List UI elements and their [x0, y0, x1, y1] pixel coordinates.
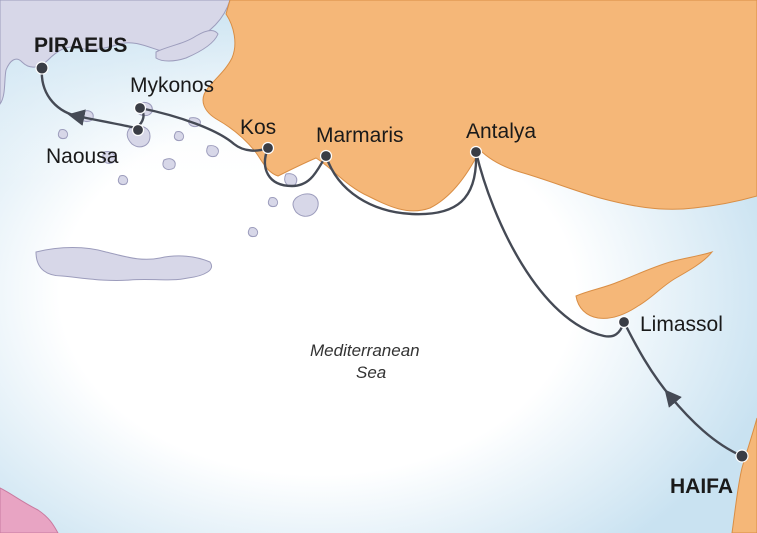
- route-leg-marmaris-antalya: [324, 150, 478, 216]
- port-label-haifa: HAIFA: [670, 475, 733, 498]
- island-north: [155, 29, 219, 62]
- port-dot-naousa: [131, 123, 145, 137]
- port-dot-kos: [261, 141, 275, 155]
- port-dots: [35, 61, 749, 463]
- port-dot-piraeus: [35, 61, 49, 75]
- port-dot-marmaris: [319, 149, 333, 163]
- port-dot-antalya: [469, 145, 483, 159]
- port-label-piraeus: PIRAEUS: [34, 34, 127, 57]
- landmass-turkey: [202, 0, 757, 212]
- island-cyprus: [575, 250, 714, 319]
- port-dot-limassol: [617, 315, 631, 329]
- port-dot-mykonos: [133, 101, 147, 115]
- port-dot-haifa: [735, 449, 749, 463]
- port-label-antalya: Antalya: [466, 120, 536, 143]
- landmass-levant: [731, 417, 757, 533]
- route-leg-haifa-limassol: [664, 389, 744, 458]
- port-label-limassol: Limassol: [640, 313, 723, 336]
- route-leg-piraeus-naousa: [67, 109, 138, 130]
- route-leg-kos-marmaris: [263, 146, 328, 188]
- port-label-naousa: Naousa: [46, 145, 119, 168]
- port-label-mykonos: Mykonos: [130, 74, 214, 97]
- sea-label-line2: Sea: [356, 363, 386, 382]
- port-label-kos: Kos: [240, 116, 276, 139]
- sea-label-line1: Mediterranean: [310, 341, 420, 360]
- port-label-marmaris: Marmaris: [316, 124, 404, 147]
- route-leg-haifa-limassol-end: [622, 320, 672, 398]
- dodecanese-islands: [247, 173, 319, 237]
- route-leg-antalya-limassol: [474, 150, 626, 338]
- landmass-southwest: [0, 487, 59, 533]
- island-crete: [35, 247, 212, 282]
- route-leg-mykonos-kos: [138, 106, 270, 152]
